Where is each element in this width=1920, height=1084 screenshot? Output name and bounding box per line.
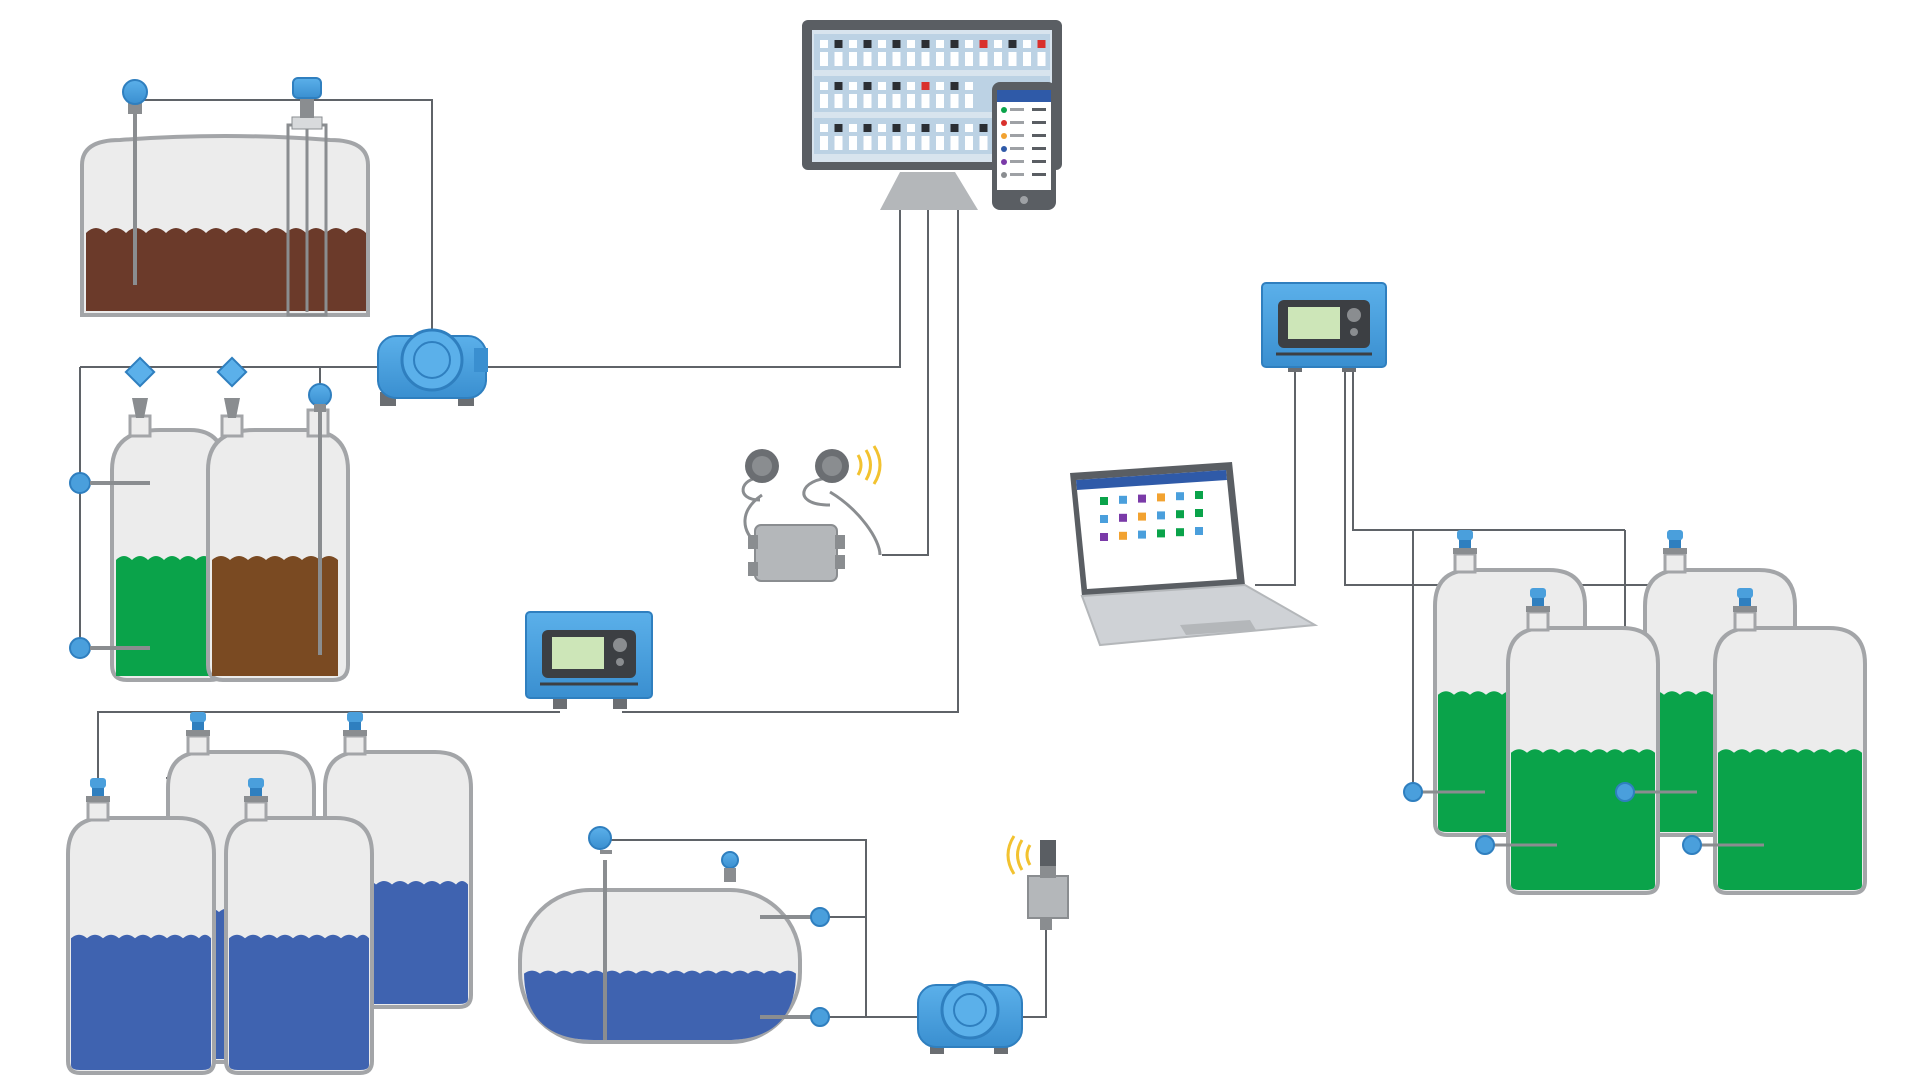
wire-transmitter-to-monitor (480, 210, 901, 368)
transmitter-housing-icon (377, 328, 488, 406)
wireless-signal-icon (856, 445, 882, 485)
wire-controller-to-laptop (1255, 370, 1296, 586)
laptop-icon (1070, 462, 1319, 647)
wire-controller-to-blue-tanks (97, 711, 560, 785)
wireless-adapter-icon (741, 449, 882, 582)
radar-sensor-wireless-icon (1006, 835, 1069, 930)
radar-sensor-icon (122, 79, 148, 114)
level-controller-icon (525, 611, 653, 709)
wire-tank1-to-transmitter (135, 99, 433, 335)
vessel-brown (206, 408, 350, 682)
level-controller-icon-right (1261, 282, 1387, 372)
wire-controller-to-green-vessels (1352, 370, 1625, 531)
wire-horizontal-tank (600, 839, 930, 1018)
smartphone-icon (992, 82, 1056, 210)
green-liquid-vessels (1403, 530, 1867, 895)
guided-wave-radar-icon (291, 77, 323, 130)
storage-tank-dark-brown (80, 110, 370, 317)
vessel-sensors (69, 356, 332, 659)
blue-liquid-tanks (66, 712, 473, 1075)
wire-wireless-to-monitor (882, 210, 929, 556)
transmitter-housing-icon-bottom (917, 980, 1023, 1054)
horizontal-tank-blue (518, 826, 830, 1044)
wire-controller-to-monitor (622, 210, 959, 713)
